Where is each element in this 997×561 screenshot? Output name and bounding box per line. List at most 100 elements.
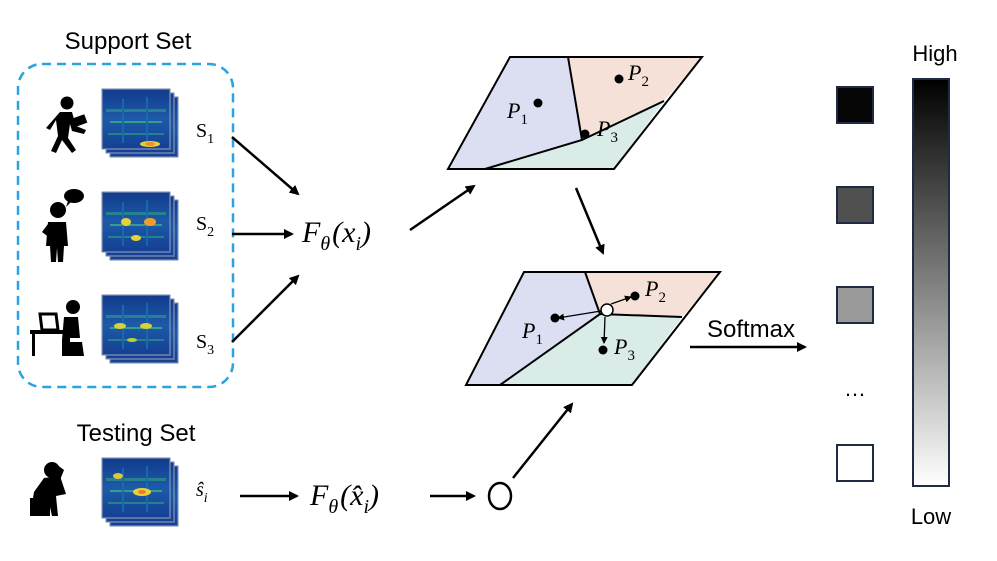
proto-bottom-p1-sub: 1 xyxy=(535,332,543,348)
arrow-query-to-space xyxy=(512,402,574,479)
distance-arrow-p3 xyxy=(600,316,608,344)
walking-person-icon xyxy=(46,96,88,153)
proto-top-p3-sub: 3 xyxy=(610,130,618,146)
boundary-bottom xyxy=(584,271,601,315)
proto-bottom-p3-main: P xyxy=(613,334,627,359)
embed-test-arg-sub: i xyxy=(363,496,369,518)
scale-high-label: High xyxy=(912,41,957,66)
region-p3-bottom xyxy=(500,314,682,385)
swatch-ellipsis: … xyxy=(844,376,866,401)
talking-person-icon xyxy=(42,189,84,262)
prototype-point-p1-top xyxy=(533,98,543,108)
prototype-point-p3-bottom xyxy=(598,345,608,355)
spectrogram-stack-3 xyxy=(101,294,179,364)
svg-text:P1: P1 xyxy=(506,98,528,128)
prototype-point-p2-top xyxy=(614,74,624,84)
embed-support-main: F xyxy=(301,216,321,249)
proto-bottom-p1-main: P xyxy=(521,318,535,343)
embed-support-theta: θ xyxy=(320,233,330,255)
support-label-3-sub: 3 xyxy=(207,343,214,358)
proto-bottom-p2-main: P xyxy=(644,276,658,301)
spectrogram-stack-test xyxy=(101,457,179,527)
arrow-f-to-prototypes xyxy=(409,184,476,232)
proto-top-p1-main: P xyxy=(506,98,520,123)
distance-arrow-p2 xyxy=(610,295,632,305)
support-label-1-sub: 1 xyxy=(207,132,214,147)
support-to-embedding-arrows xyxy=(231,136,300,343)
proto-top-p1-sub: 1 xyxy=(520,112,528,128)
svg-text:P2: P2 xyxy=(627,60,649,90)
swatch-mid-dark xyxy=(836,186,874,224)
person-at-desk-icon xyxy=(30,300,84,356)
support-set-title: Support Set xyxy=(65,28,192,55)
prototype-space-bottom: P1 P2 P3 xyxy=(464,271,723,386)
arrow-s1-to-f xyxy=(231,136,300,196)
support-label-2-main: S xyxy=(196,213,207,235)
svg-text:P1: P1 xyxy=(521,318,543,348)
arrow-s3-to-f xyxy=(231,274,300,343)
region-p2-bottom xyxy=(585,272,720,317)
svg-text:S3: S3 xyxy=(196,331,214,358)
region-p3-top xyxy=(485,101,664,169)
arrow-top-to-bottom-space xyxy=(574,187,605,255)
svg-text:S1: S1 xyxy=(196,120,214,147)
probability-swatches: … xyxy=(836,86,874,482)
prototype-point-p2-bottom xyxy=(630,291,640,301)
embed-test-main: F xyxy=(309,479,329,512)
scale-gradient-bar xyxy=(912,78,950,487)
support-set-group: Support Set S1 xyxy=(16,28,235,389)
scale-low-label: Low xyxy=(911,504,951,529)
embedding-function-test: Fθ(x̂i) xyxy=(309,479,379,518)
proto-top-p2-main: P xyxy=(627,60,641,85)
embed-support-arg: (x xyxy=(332,216,356,249)
proto-bottom-p3-sub: 3 xyxy=(627,348,635,364)
swatch-low xyxy=(836,444,874,482)
svg-text:P3: P3 xyxy=(596,116,618,146)
boundary-top-2 xyxy=(484,100,665,170)
embedding-function-support: Fθ(xi) xyxy=(301,216,371,255)
support-label-2-sub: 2 xyxy=(207,225,214,240)
query-embedding-circle xyxy=(487,481,513,511)
svg-text:P2: P2 xyxy=(644,276,666,306)
parallelogram-top-outline xyxy=(446,56,705,170)
svg-text:P3: P3 xyxy=(613,334,635,364)
parallelogram-bottom-outline xyxy=(464,271,723,386)
boundary-bottom-2 xyxy=(499,312,683,386)
query-point xyxy=(600,303,614,317)
support-item-2: S2 xyxy=(42,189,214,262)
embed-test-theta: θ xyxy=(328,496,338,518)
embed-support-close: ) xyxy=(359,216,371,249)
testing-set-group: Testing Set ŝi xyxy=(30,420,208,527)
swatch-high xyxy=(836,86,874,124)
spectrogram-stack-1 xyxy=(101,88,179,158)
prototype-space-top: P1 P2 P3 xyxy=(446,56,705,170)
support-label-1-main: S xyxy=(196,120,207,142)
distance-arrow-p1 xyxy=(557,310,602,321)
region-p1-bottom xyxy=(466,272,600,385)
distressed-person-icon xyxy=(30,462,66,516)
region-p1-top xyxy=(448,57,582,169)
distance-arrows xyxy=(557,295,632,344)
support-item-1: S1 xyxy=(46,88,214,158)
color-scale: High Low xyxy=(911,41,958,529)
region-p2-top xyxy=(568,57,702,140)
boundary-top xyxy=(567,56,583,141)
prototype-point-p3-top xyxy=(580,129,590,139)
test-label-sub: i xyxy=(204,491,208,506)
testing-set-title: Testing Set xyxy=(77,420,196,447)
svg-text:S2: S2 xyxy=(196,213,214,240)
embed-test-arg: (x̂ xyxy=(340,479,364,512)
embed-support-arg-sub: i xyxy=(355,233,361,255)
prototype-point-p1-bottom xyxy=(550,313,560,323)
embed-test-close: ) xyxy=(367,479,379,512)
proto-top-p2-sub: 2 xyxy=(641,74,649,90)
proto-bottom-p2-sub: 2 xyxy=(658,290,666,306)
svg-text:ŝi: ŝi xyxy=(196,479,208,506)
test-label-main: ŝ xyxy=(196,479,204,501)
support-set-dashed-box xyxy=(16,62,235,389)
spectrogram-stack-2 xyxy=(101,191,179,261)
support-item-3: S3 xyxy=(30,294,214,364)
support-label-3-main: S xyxy=(196,331,207,353)
proto-top-p3-main: P xyxy=(596,116,610,141)
